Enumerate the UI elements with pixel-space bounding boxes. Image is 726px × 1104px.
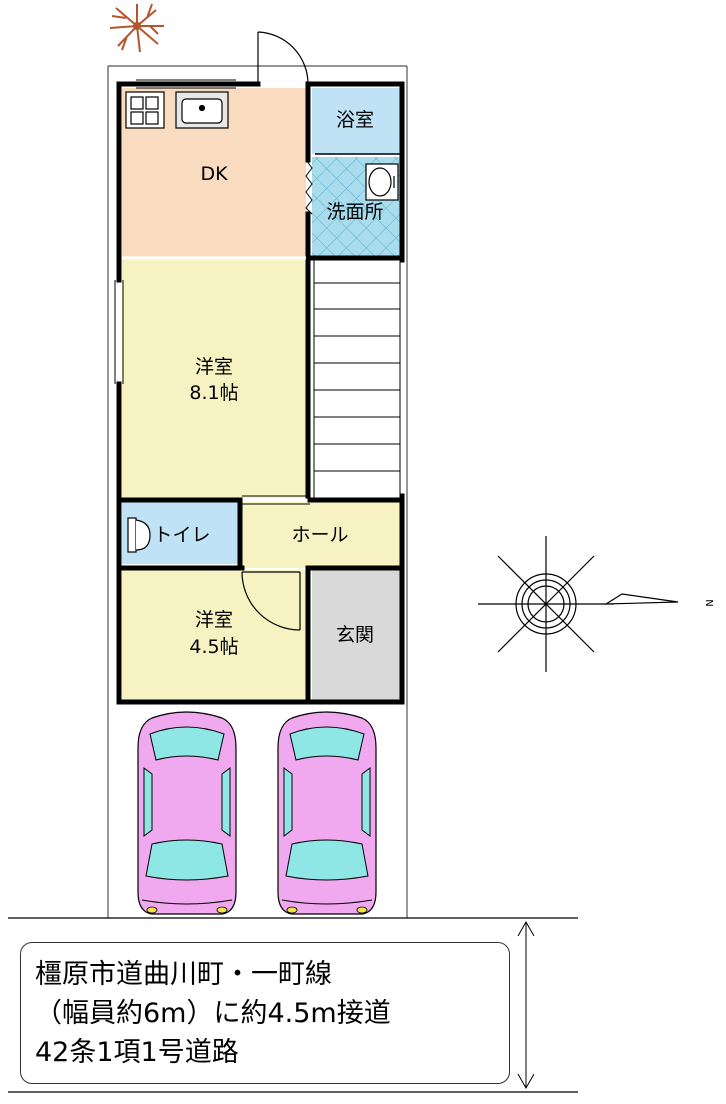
stove-icon [125,91,165,129]
room-western-45 [122,570,306,700]
compass-icon [478,536,679,672]
label-washroom: 洗面所 [326,201,383,223]
label-western-8: 洋室 [195,356,233,378]
room-hall [242,502,400,568]
room-bath [312,88,400,154]
road-info-line-3: 42条1項1号道路 [35,1037,239,1068]
label-western-45: 洋室 [195,609,233,631]
windows [114,79,400,505]
label-western-8-size: 8.1帖 [189,382,238,404]
label-toilet: トイレ [153,524,210,546]
toilet-fixture-icon [127,517,151,553]
car-icon [137,711,237,915]
road-info-line-1: 橿原市道曲川町・一町線 [35,959,332,990]
staircase [313,257,401,499]
road-lines [8,917,578,1093]
room-entrance [312,570,400,700]
door-swing-western-45 [241,571,301,631]
sink-icon [175,91,229,129]
label-western-45-size: 4.5帖 [189,636,238,658]
label-hall: ホール [291,524,348,546]
road-width-dimension [517,920,535,1090]
door-swing-front [257,31,309,85]
label-dk: DK [200,163,228,185]
washbasin-icon [365,163,399,201]
road-info-line-2: （幅員約6m）に約4.5m接道 [35,998,391,1029]
car-icon [277,711,377,915]
label-entrance: 玄関 [336,624,374,646]
road-info-box: 橿原市道曲川町・一町線 （幅員約6m）に約4.5m接道 42条1項1号道路 [20,942,510,1084]
room-western-8 [122,258,306,498]
label-bath: 浴室 [336,109,374,131]
compass-north-label: N [703,599,714,606]
walls [116,81,405,705]
tree-icon [109,3,164,53]
folding-door-washroom [305,159,313,215]
